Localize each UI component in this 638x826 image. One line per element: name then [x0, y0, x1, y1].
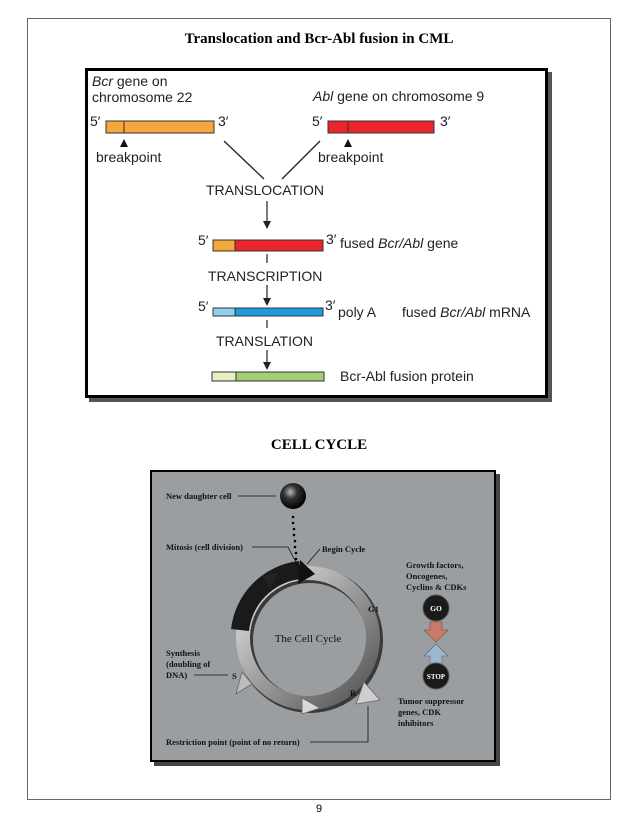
- figure-title-translocation: Translocation and Bcr-Abl fusion in CML: [184, 31, 454, 47]
- fused-mrna-label: fused Bcr/Abl mRNA: [402, 304, 531, 320]
- dotted-path: [291, 515, 298, 561]
- restriction-point-label: Restriction point (point of no return): [166, 737, 300, 747]
- bcr-gene-bar: [105, 120, 215, 134]
- abl-gene-bar: [327, 120, 435, 134]
- translocation-figure: Bcr gene on chromosome 22 Abl gene on ch…: [85, 68, 548, 398]
- poly-a-label: poly A: [338, 304, 377, 320]
- mrna-three-prime: 3′: [325, 297, 336, 313]
- page-border: [27, 18, 611, 800]
- bcr-five-prime: 5′: [90, 113, 101, 129]
- fusion-protein-label: Bcr-Abl fusion protein: [340, 368, 474, 384]
- oncogenes-label: Oncogenes,: [406, 571, 447, 581]
- mrna-five-prime: 5′: [198, 298, 209, 314]
- mitosis-label: Mitosis (cell division): [166, 542, 243, 552]
- cell-cycle-figure: New daughter cell The Cell Cycle Mitosis…: [150, 470, 496, 762]
- mitosis-arrowhead: [298, 560, 315, 584]
- cyclins-label: Cyclins & CDKs: [406, 582, 467, 592]
- cdk-genes-label: genes, CDK: [398, 707, 441, 717]
- abl-three-prime: 3′: [440, 113, 451, 129]
- r-label: R: [350, 688, 357, 698]
- abl-breakpoint-label: breakpoint: [318, 149, 383, 165]
- begin-cycle-pointer: [306, 548, 321, 565]
- fused-five-prime: 5′: [198, 232, 209, 248]
- go-down-arrow: [423, 621, 449, 643]
- mitosis-arrowhead-2: [262, 572, 278, 590]
- mrna-bcr-part: [212, 307, 236, 317]
- begin-cycle-label: Begin Cycle: [322, 544, 365, 554]
- mitosis-pointer: [252, 546, 299, 567]
- protein-bcr-part: [211, 371, 237, 382]
- synthesis-label: Synthesis: [166, 648, 201, 658]
- translocation-line-left: [223, 140, 265, 180]
- translocation-line-right: [281, 140, 321, 180]
- bcr-gene-label: Bcr gene on: [92, 73, 168, 89]
- arrow-translocation-head: [263, 221, 271, 229]
- restriction-pointer: [310, 706, 369, 743]
- bcr-breakpoint-label: breakpoint: [96, 149, 161, 165]
- new-daughter-cell-label: New daughter cell: [166, 491, 232, 501]
- stop-up-arrow: [423, 643, 449, 665]
- go-label: GO: [430, 604, 442, 613]
- abl-breakpoint-arrow: [344, 139, 352, 147]
- stop-button: [422, 662, 450, 690]
- synthesis-doubling-label: (doubling of: [166, 659, 210, 669]
- daughter-cell-sphere: [280, 483, 306, 509]
- g1-arrowhead: [355, 681, 381, 705]
- fused-gene-abl-part: [234, 239, 324, 252]
- stop-label: STOP: [427, 673, 446, 681]
- arrow-translation-head: [263, 362, 271, 370]
- inhibitors-label: inhibitors: [398, 718, 434, 728]
- bcr-breakpoint-arrow: [120, 139, 128, 147]
- s-phase-label: S: [232, 671, 237, 681]
- cell-cycle-diagram: New daughter cell The Cell Cycle Mitosis…: [166, 483, 467, 747]
- fused-gene-bcr-part: [212, 239, 236, 252]
- mitosis-arc: [231, 561, 302, 632]
- transcription-label: TRANSCRIPTION: [208, 268, 322, 284]
- g1-label: G1: [368, 604, 379, 614]
- figure-title-cell-cycle: CELL CYCLE: [270, 437, 368, 453]
- r-arrowhead: [301, 697, 321, 715]
- chromosome-22-label: chromosome 22: [92, 89, 193, 105]
- protein-abl-part: [235, 371, 325, 382]
- synthesis-dna-label: DNA): [166, 670, 187, 680]
- go-button: [422, 594, 450, 622]
- translocation-label: TRANSLOCATION: [206, 182, 324, 198]
- bcr-three-prime: 3′: [218, 113, 229, 129]
- arrow-transcription-head: [263, 298, 271, 306]
- s-arrowhead: [235, 671, 253, 695]
- mrna-abl-part: [234, 307, 324, 317]
- abl-five-prime: 5′: [312, 113, 323, 129]
- abl-gene-label: Abl gene on chromosome 9: [312, 88, 484, 104]
- translocation-diagram: Bcr gene on chromosome 22 Abl gene on ch…: [90, 73, 531, 384]
- fused-three-prime: 3′: [326, 231, 337, 247]
- growth-factors-label: Growth factors,: [406, 560, 463, 570]
- cell-cycle-center-label: The Cell Cycle: [275, 633, 342, 645]
- translation-label: TRANSLATION: [216, 333, 313, 349]
- fused-gene-label: fused Bcr/Abl gene: [340, 235, 459, 251]
- page-number: 9: [315, 803, 323, 815]
- tumor-suppressor-label: Tumor suppressor: [398, 696, 464, 706]
